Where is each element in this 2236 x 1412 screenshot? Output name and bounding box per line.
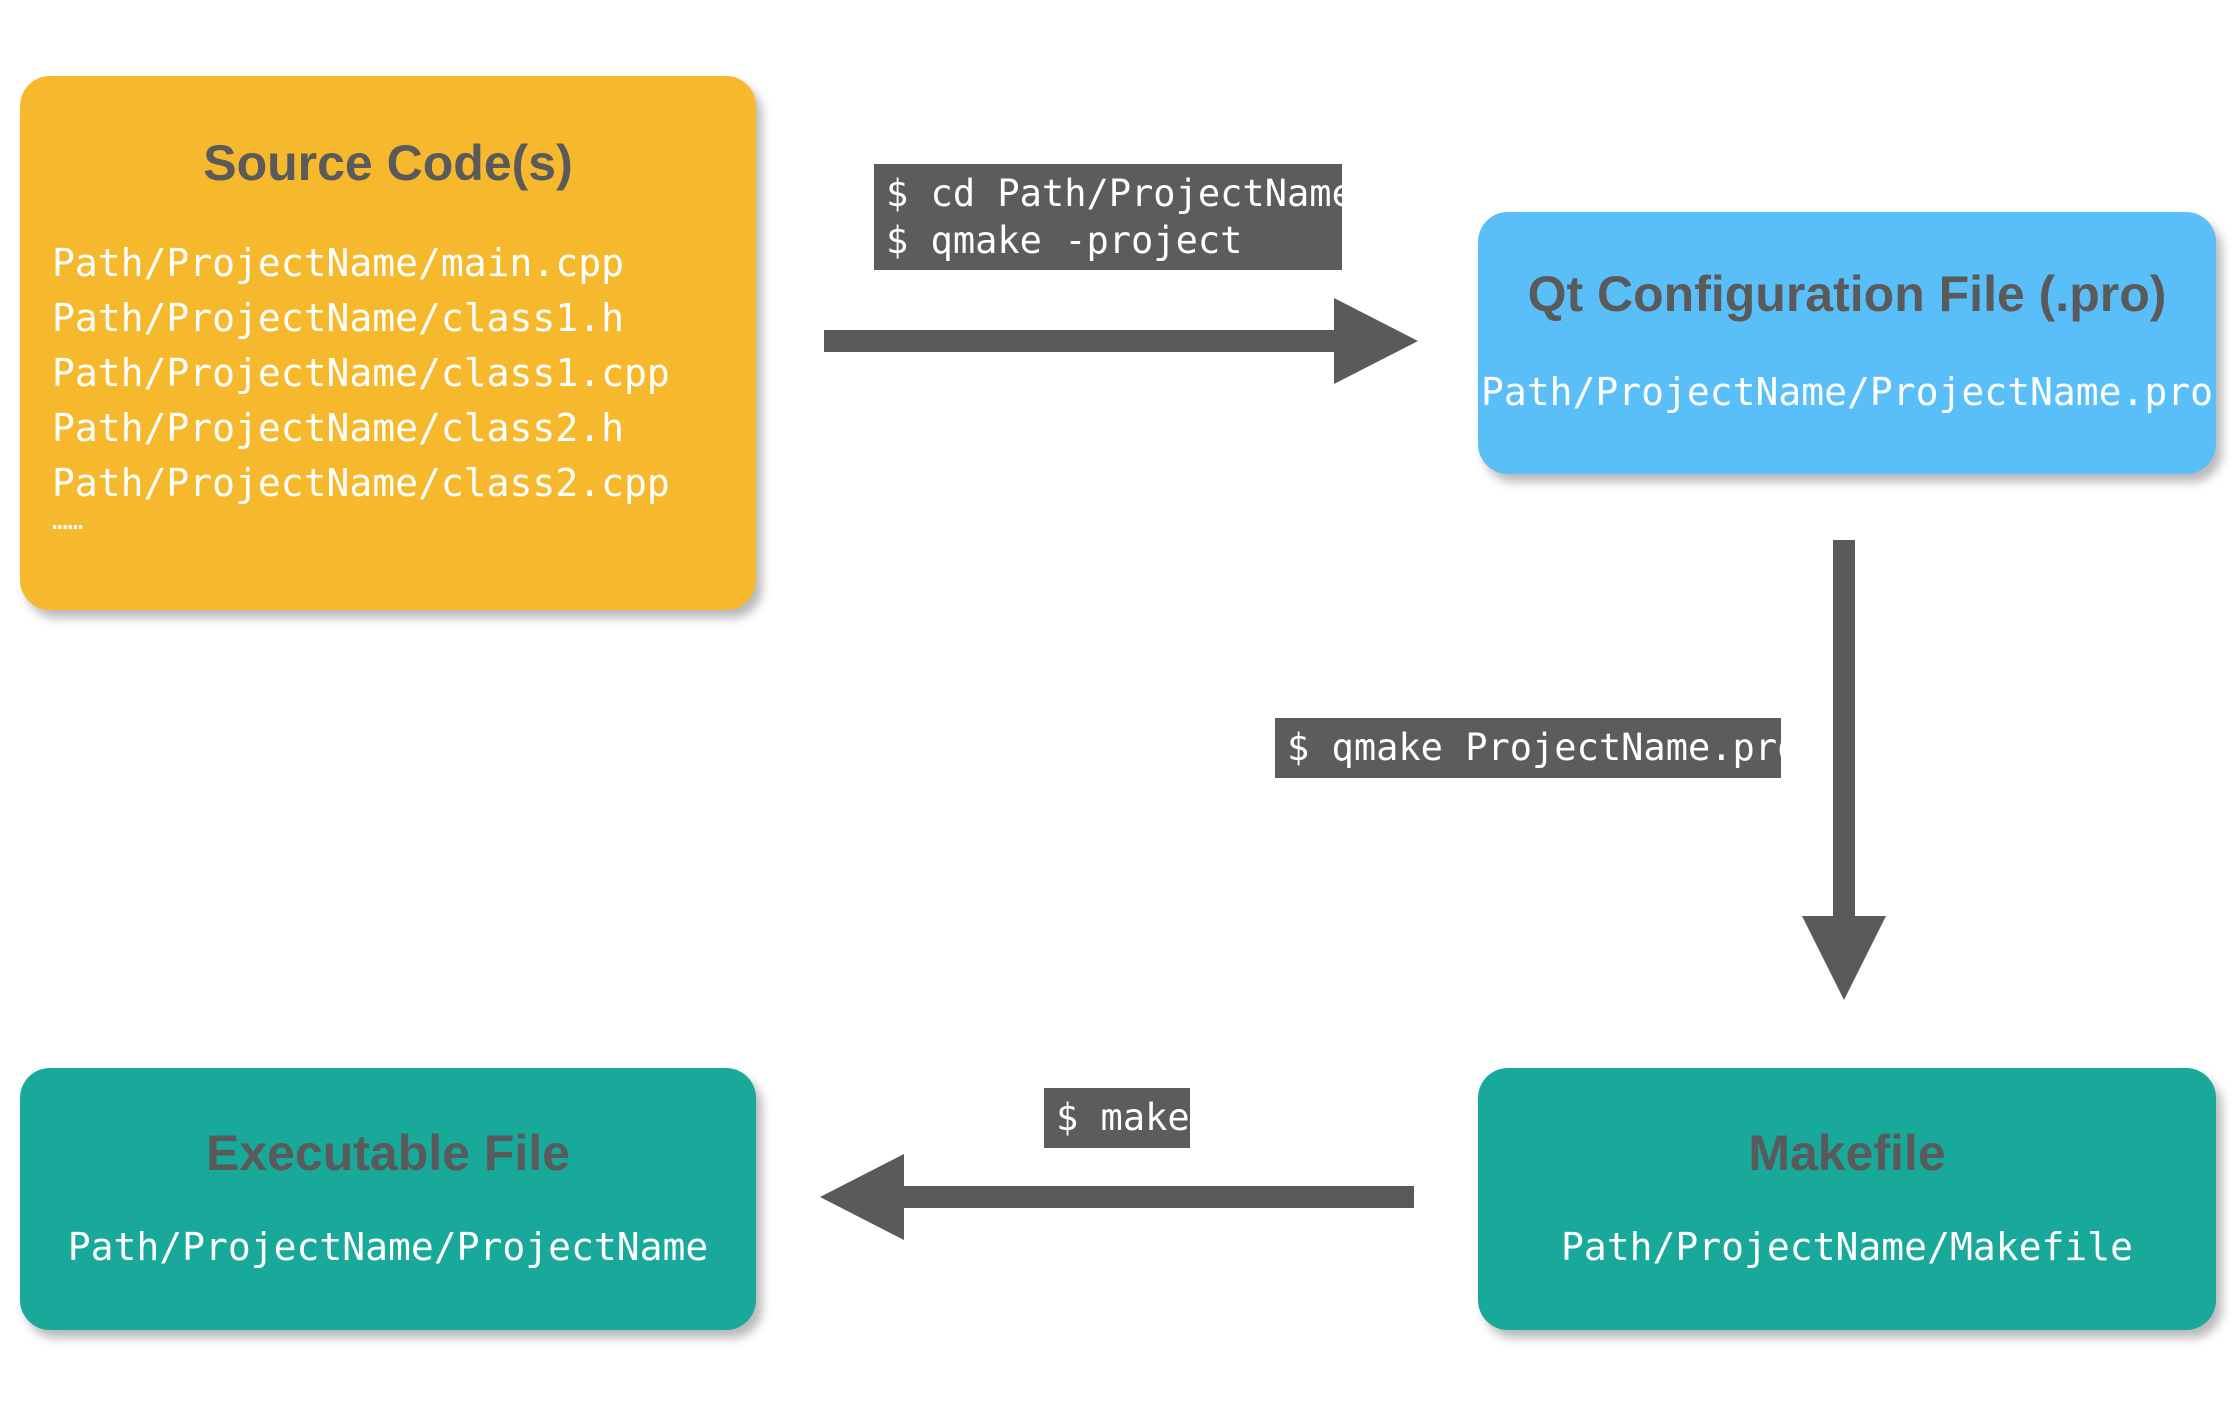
source-code-box: Source Code(s) Path/ProjectName/main.cpp… xyxy=(20,76,756,610)
executable-box: Executable File Path/ProjectName/Project… xyxy=(20,1068,756,1330)
arrow-left-icon xyxy=(820,1154,1414,1240)
command-qmake-project-line: $ qmake -project xyxy=(886,219,1243,262)
qt-config-title: Qt Configuration File (.pro) xyxy=(1527,266,2167,322)
source-file-ellipsis: …… xyxy=(52,506,84,536)
source-code-title: Source Code(s) xyxy=(203,135,573,191)
command-make: $ make xyxy=(1044,1088,1190,1148)
executable-title: Executable File xyxy=(205,1125,571,1181)
makefile-title: Makefile xyxy=(1748,1125,1946,1181)
source-file-class1-h: Path/ProjectName/class1.h xyxy=(52,296,624,340)
qt-config-path: Path/ProjectName/ProjectName.pro xyxy=(1480,370,2214,414)
arrow-down-icon xyxy=(1802,540,1886,1000)
command-qmake-pro: $ qmake ProjectName.pro xyxy=(1275,718,1799,778)
qt-config-box: Qt Configuration File (.pro) Path/Projec… xyxy=(1478,212,2216,474)
source-file-class1-cpp: Path/ProjectName/class1.cpp xyxy=(52,351,670,395)
source-file-main-cpp: Path/ProjectName/main.cpp xyxy=(52,241,624,285)
source-file-class2-cpp: Path/ProjectName/class2.cpp xyxy=(52,461,670,505)
command-cd-line: $ cd Path/ProjectName xyxy=(886,172,1354,215)
command-qmake-project: $ cd Path/ProjectName$ qmake -project xyxy=(874,164,1354,270)
arrow-right-icon xyxy=(824,298,1418,384)
executable-path: Path/ProjectName/ProjectName xyxy=(67,1225,709,1269)
makefile-path: Path/ProjectName/Makefile xyxy=(1561,1225,2133,1269)
makefile-box: Makefile Path/ProjectName/Makefile xyxy=(1478,1068,2216,1330)
source-file-class2-h: Path/ProjectName/class2.h xyxy=(52,406,624,450)
